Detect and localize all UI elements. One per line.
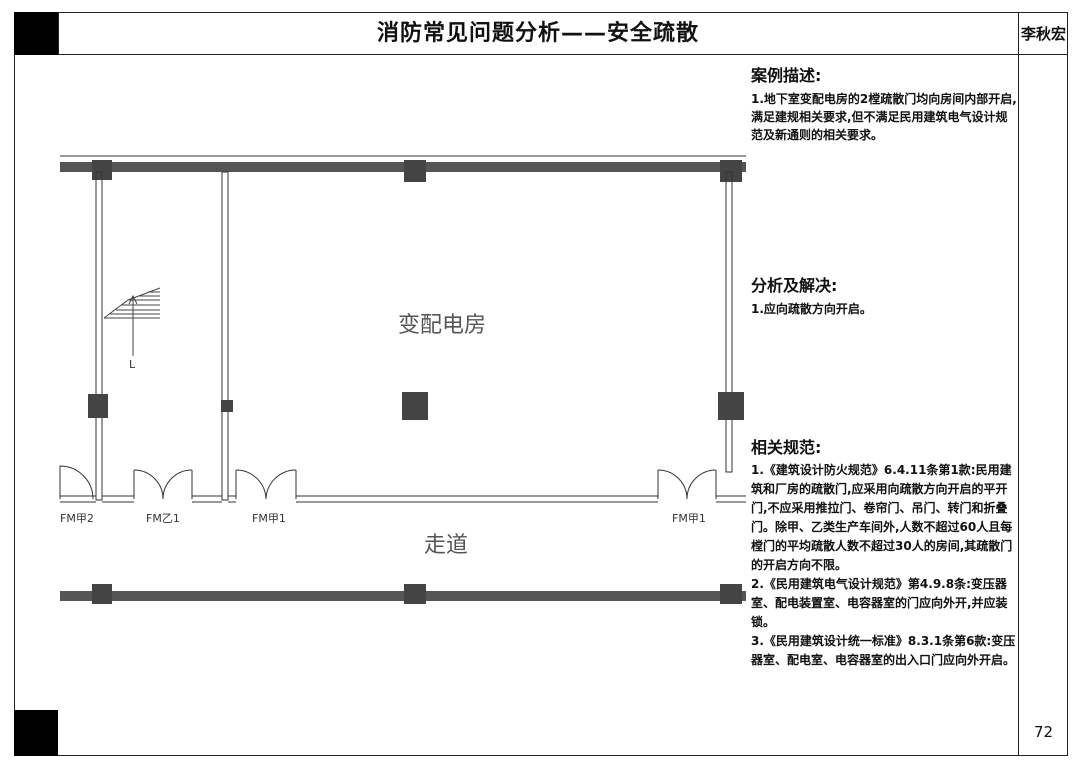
stair-symbol	[103, 287, 161, 356]
corridor-label: 走道	[424, 533, 468, 558]
page-title: 消防常见问题分析——安全疏散	[376, 21, 699, 46]
codes-heading: 相关规范:	[751, 438, 822, 457]
case-line: 1.地下室变配电房的2樘疏散门均向房间内部开启,	[751, 92, 1017, 106]
door-label: FM甲1	[252, 512, 286, 525]
stair-mark: L	[129, 358, 136, 371]
top-wall	[60, 162, 746, 172]
code-line: 2.《民用建筑电气设计规范》第4.9.8条:变压器	[751, 577, 1007, 591]
left-header-divider	[58, 12, 59, 55]
page-frame	[14, 12, 1068, 756]
page-number: 72	[1033, 723, 1054, 741]
case-body: 1.地下室变配电房的2樘疏散门均向房间内部开启, 满足建规相关要求,但不满足民用…	[751, 90, 1017, 144]
bottom-wall	[60, 591, 746, 601]
analysis-heading: 分析及解决:	[751, 276, 838, 295]
door-fm-yi1	[133, 469, 193, 500]
door-fm-jia1-a	[235, 469, 297, 500]
analysis-body: 1.应向疏散方向开启。	[751, 300, 1017, 318]
analysis-line: 1.应向疏散方向开启。	[751, 302, 872, 316]
door-fm-jia1-b	[657, 469, 717, 500]
case-line: 范及新通则的相关要求。	[751, 128, 884, 142]
code-line: 锁。	[751, 615, 776, 629]
code-line: 的开启方向不限。	[751, 558, 848, 572]
right-column-divider	[1018, 12, 1019, 756]
code-line: 樘门的平均疏散人数不超过30人的房间,其疏散门	[751, 539, 1013, 553]
corner-block-top	[14, 12, 58, 55]
author-name: 李秋宏	[1020, 25, 1066, 43]
code-line: 器室、配电室、电容器室的出入口门应向外开启。	[751, 653, 1016, 667]
door-label: FM乙1	[146, 512, 180, 525]
code-line: 筑和厂房的疏散门,应采用向疏散方向开启的平开	[751, 482, 1008, 496]
center-column	[402, 392, 428, 420]
door-label: FM甲2	[60, 512, 94, 525]
code-line: 室、配电装置室、电容器室的门应向外开,并应装	[751, 596, 1008, 610]
title-divider	[58, 54, 1068, 55]
code-line: 1.《建筑设计防火规范》6.4.11条第1款:民用建	[751, 463, 1012, 477]
door-fm-jia2	[59, 465, 94, 500]
code-line: 3.《民用建筑设计统一标准》8.3.1条第6款:变压	[751, 634, 1016, 648]
corner-block-bottom	[14, 710, 58, 756]
room-label: 变配电房	[398, 313, 486, 338]
code-line: 门,不应采用推拉门、卷帘门、吊门、转门和折叠	[751, 501, 1008, 515]
case-heading: 案例描述:	[751, 66, 822, 85]
case-line: 满足建规相关要求,但不满足民用建筑电气设计规	[751, 110, 1008, 124]
codes-body: 1.《建筑设计防火规范》6.4.11条第1款:民用建 筑和厂房的疏散门,应采用向…	[751, 461, 1017, 670]
door-label: FM甲1	[672, 512, 706, 525]
code-line: 门。除甲、乙类生产车间外,人数不超过60人且每	[751, 520, 1013, 534]
